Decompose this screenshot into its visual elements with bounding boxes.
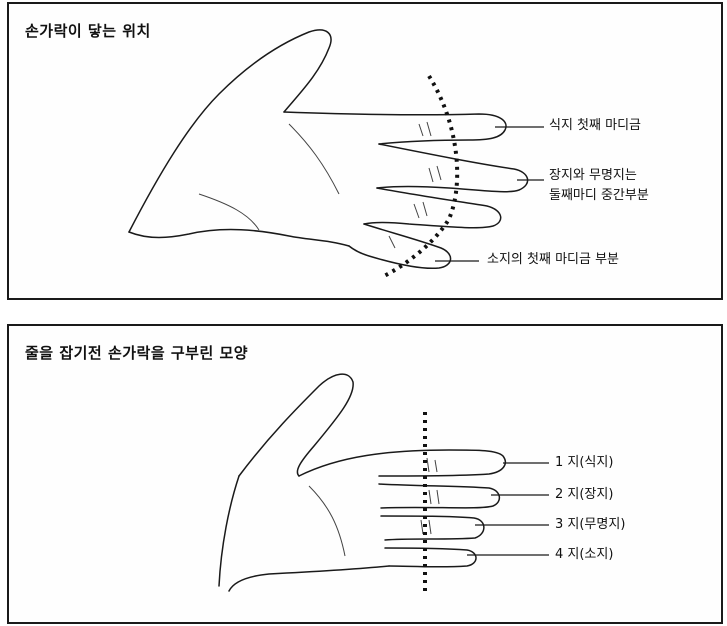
callout-finger-3: 3 지(무명지) xyxy=(555,517,626,532)
callout-finger-4: 4 지(소지) xyxy=(555,547,614,562)
finger-contact-panel: 손가락이 닿는 위치 식지 첫째 마디금 장지와 무명지는 둘째마디 중간부분 … xyxy=(7,2,723,300)
callout-little-first-joint: 소지의 첫째 마디금 부분 xyxy=(487,252,619,267)
callout-finger-1: 1 지(식지) xyxy=(555,455,614,470)
hand-illustration xyxy=(218,373,549,594)
panel-title: 줄을 잡기전 손가락을 구부린 모양 xyxy=(25,344,249,362)
hand-illustration xyxy=(128,29,544,278)
callout-finger-2: 2 지(장지) xyxy=(555,487,614,502)
panel-title: 손가락이 닿는 위치 xyxy=(25,22,151,40)
callout-middle-ring-second-joint: 장지와 무명지는 둘째마디 중간부분 xyxy=(549,168,649,203)
curved-fingers-panel: 줄을 잡기전 손가락을 구부린 모양 1 지(식지) 2 지(장지) 3 지(무… xyxy=(7,324,723,624)
callout-index-first-joint: 식지 첫째 마디금 xyxy=(549,118,641,133)
